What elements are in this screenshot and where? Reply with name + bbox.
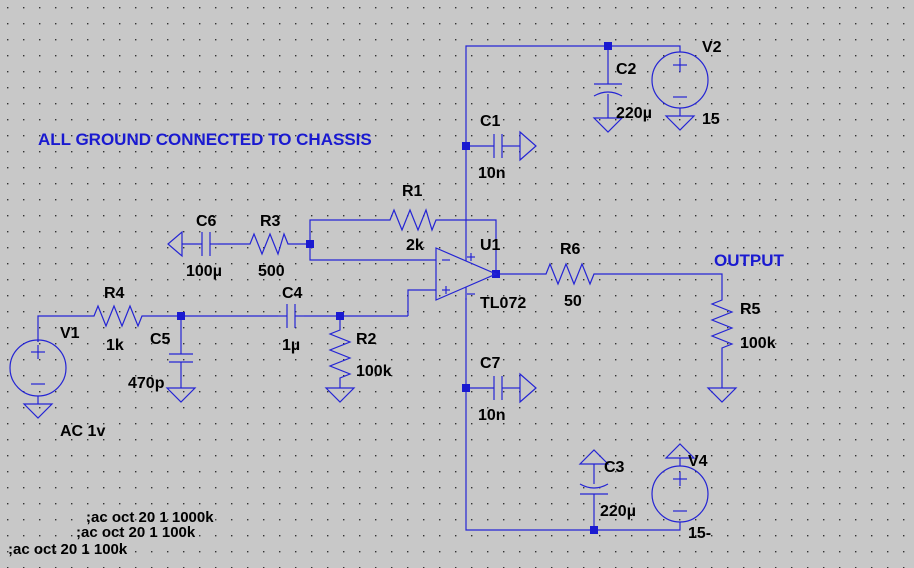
label-r1-value: 2k [406, 237, 424, 254]
ground-r2 [324, 387, 356, 403]
label-c1-name: C1 [480, 113, 501, 130]
label-r6-name: R6 [560, 241, 581, 258]
label-r5-name: R5 [740, 301, 761, 318]
opamp-u1[interactable] [435, 247, 498, 301]
spice-directive-2: ;ac oct 20 1 100k [76, 524, 196, 541]
label-r3-name: R3 [260, 213, 281, 230]
capacitor-c3[interactable] [579, 483, 609, 495]
label-c3-value: 220µ [600, 503, 636, 520]
ground-v4 [664, 443, 696, 459]
resistor-r2[interactable] [328, 326, 352, 388]
label-v4-name: V4 [688, 453, 708, 470]
ground-c3 [578, 449, 610, 465]
label-c5-value: 470p [128, 375, 165, 392]
label-r2-value: 100k [356, 363, 392, 380]
capacitor-c4[interactable] [278, 304, 304, 328]
label-c3-name: C3 [604, 459, 625, 476]
resistor-r6[interactable] [542, 262, 598, 286]
voltage-source-v2[interactable] [651, 51, 709, 116]
label-r2-name: R2 [356, 331, 377, 348]
ground-note: ALL GROUND CONNECTED TO CHASSIS [38, 130, 372, 149]
label-c2-name: C2 [616, 61, 637, 78]
resistor-r4[interactable] [88, 304, 148, 328]
annotations: ALL GROUND CONNECTED TO CHASSIS OUTPUT ;… [8, 130, 785, 558]
label-c7-value: 10n [478, 407, 506, 424]
capacitor-c7[interactable] [493, 376, 506, 400]
resistor-r3[interactable] [246, 232, 290, 256]
label-v2-name: V2 [702, 39, 722, 56]
label-v1-name: V1 [60, 325, 80, 342]
ground-c7 [519, 372, 537, 404]
label-r4-name: R4 [104, 285, 125, 302]
ground-r5 [706, 387, 738, 403]
label-v1-value: AC 1v [60, 423, 105, 440]
label-v4-value: 15- [688, 525, 711, 542]
label-c4-value: 1µ [282, 337, 300, 354]
spice-directive-1: ;ac oct 20 1 1000k [86, 509, 214, 526]
ground-v2 [664, 115, 696, 131]
label-c6-name: C6 [196, 213, 217, 230]
capacitor-c1[interactable] [493, 134, 506, 158]
voltage-source-v1[interactable] [9, 339, 67, 404]
label-c4-name: C4 [282, 285, 303, 302]
capacitor-c6[interactable] [201, 232, 218, 256]
label-c2-value: 220µ [616, 105, 652, 122]
wires [37, 45, 723, 531]
label-c6-value: 100µ [186, 263, 222, 280]
label-r3-value: 500 [258, 263, 285, 280]
ground-c1 [519, 130, 537, 162]
label-r5-value: 100k [740, 335, 776, 352]
output-label: OUTPUT [714, 251, 785, 270]
resistor-r1[interactable] [386, 208, 438, 232]
label-u1-value: TL072 [480, 295, 526, 312]
resistor-r5[interactable] [710, 296, 734, 352]
ground-v1 [22, 403, 54, 419]
ground-c5 [165, 387, 197, 403]
label-c5-name: C5 [150, 331, 171, 348]
label-r1-name: R1 [402, 183, 423, 200]
label-c7-name: C7 [480, 355, 501, 372]
component-labels: V1 AC 1v R4 1k C5 470p C4 1µ R2 100k C6 … [60, 39, 776, 542]
label-r6-value: 50 [564, 293, 582, 310]
label-r4-value: 1k [106, 337, 124, 354]
ground-c2 [592, 117, 624, 133]
capacitor-c2[interactable] [593, 83, 623, 97]
spice-directive-3: ;ac oct 20 1 100k [8, 541, 128, 558]
voltage-source-v4[interactable] [651, 458, 709, 523]
label-v2-value: 15 [702, 111, 720, 128]
capacitor-c5[interactable] [169, 353, 193, 388]
label-c1-value: 10n [478, 165, 506, 182]
ground-symbols [22, 115, 738, 465]
label-u1-name: U1 [480, 237, 501, 254]
ground-c6 [167, 230, 183, 258]
